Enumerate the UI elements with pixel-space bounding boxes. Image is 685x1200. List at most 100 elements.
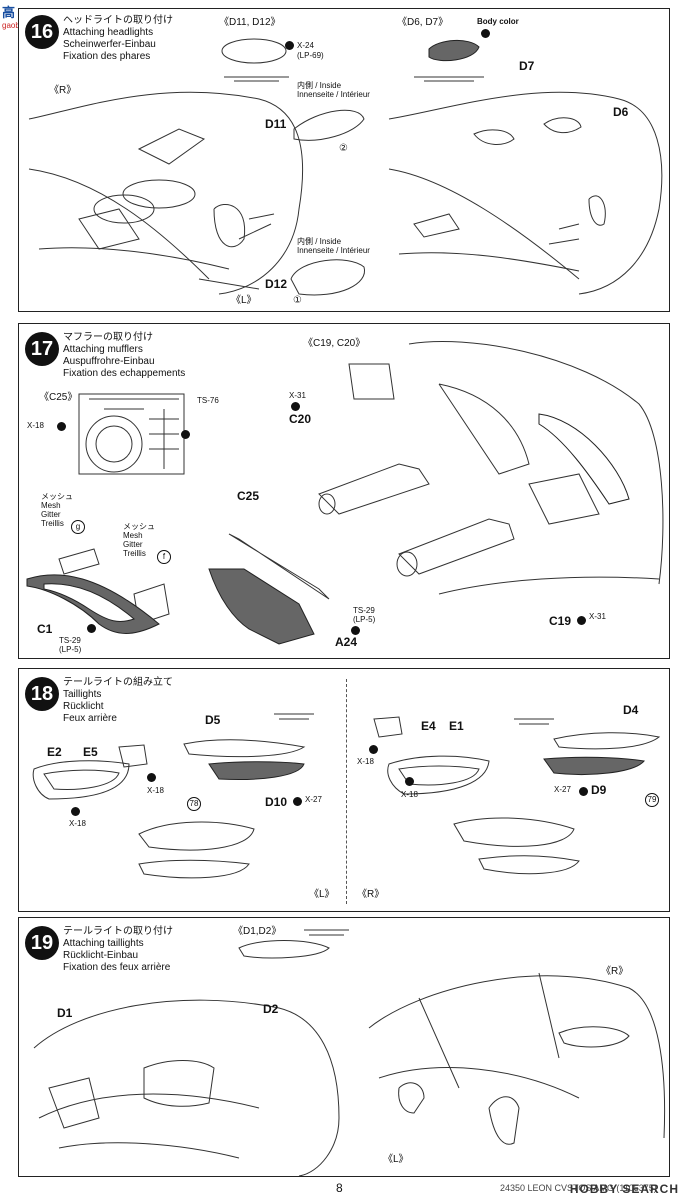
part-c20: C20 — [289, 412, 312, 426]
label-x18d: X-18 — [401, 790, 418, 799]
part-d6: D6 — [613, 105, 629, 119]
paint-dot-x27b — [579, 787, 588, 796]
mesh-g-en: Mesh — [41, 501, 61, 510]
paint-dot-ts29b — [351, 626, 360, 635]
step-16-title: ヘッドライトの取り付け Attaching headlights Scheinw… — [63, 15, 173, 63]
label-inside-2: 内側 / Inside — [297, 81, 342, 90]
side-l-16: 《L》 — [231, 295, 257, 306]
step-17-title: マフラーの取り付け Attaching mufflers Auspuffrohr… — [63, 332, 185, 380]
watermark-hobby-search: HOBBY SEARCH — [569, 1182, 679, 1196]
part-e5: E5 — [83, 745, 98, 759]
mesh-g-fr: Treillis — [41, 519, 64, 528]
paint-dot-ts29a — [87, 624, 96, 633]
mesh-g-ja: メッシュ — [41, 492, 73, 501]
part-c25: C25 — [237, 489, 260, 503]
mesh-f-en: Mesh — [123, 531, 143, 540]
step-19-illustration — [33, 929, 666, 1176]
part-d12: D12 — [265, 277, 288, 291]
paint-dot-body — [481, 29, 490, 38]
side-l-19: 《L》 — [383, 1154, 409, 1165]
label-lp5a: (LP-5) — [59, 645, 82, 654]
step-17-illustration — [26, 341, 664, 645]
mark-g: g — [71, 520, 85, 534]
step-17-panel: 17 マフラーの取り付け Attaching mufflers Auspuffr… — [18, 323, 670, 659]
step-16-title-fr: Fixation des phares — [63, 51, 151, 62]
paint-dot-x31a — [291, 402, 300, 411]
step-19-panel: 19 テールライトの取り付け Attaching taillights Rück… — [18, 917, 670, 1177]
label-lp5b: (LP-5) — [353, 615, 376, 624]
mark-79: 79 — [645, 793, 659, 807]
paint-dot-x18-17 — [57, 422, 66, 431]
label-x27b: X-27 — [554, 785, 571, 794]
label-x18b: X-18 — [69, 819, 86, 828]
mesh-g-de: Gitter — [41, 510, 61, 519]
step-16-panel: 16 ヘッドライトの取り付け Attaching headlights Sche… — [18, 8, 670, 312]
step-17-title-en: Attaching mufflers — [63, 344, 143, 355]
paint-dot-x27a — [293, 797, 302, 806]
label-inside-2b: Innenseite / Intérieur — [297, 90, 370, 99]
side-r-18: 《R》 — [357, 889, 385, 900]
step-18-number: 18 — [25, 677, 59, 711]
step-18-illustration — [32, 713, 661, 879]
paint-dot-x18b — [71, 807, 80, 816]
group-c25: 《C25》 — [39, 392, 78, 403]
step-18-title-de: Rücklicht — [63, 701, 104, 712]
label-x18c: X-18 — [357, 757, 374, 766]
step-19-title-de: Rücklicht-Einbau — [63, 950, 139, 961]
step-16-title-ja: ヘッドライトの取り付け — [63, 15, 173, 26]
step-16-number: 16 — [25, 15, 59, 49]
label-x24: X-24 — [297, 41, 314, 50]
group-d6-d7: 《D6, D7》 — [397, 17, 449, 28]
footer-code: 24350 LEON CVSTOS AMG (1105375) — [500, 1183, 657, 1193]
mesh-g-label: メッシュ Mesh Gitter Treillis — [41, 492, 73, 528]
label-inside-1: 内側 / Inside — [297, 237, 342, 246]
part-d2: D2 — [263, 1002, 279, 1016]
label-x18a: X-18 — [147, 786, 164, 795]
step-18-title-fr: Feux arrière — [63, 713, 117, 724]
part-d9: D9 — [591, 783, 607, 797]
part-c1: C1 — [37, 622, 53, 636]
part-d5: D5 — [205, 713, 221, 727]
step-18-title-ja: テールライトの組み立て — [63, 677, 173, 688]
step-19-title: テールライトの取り付け Attaching taillights Rücklic… — [63, 926, 173, 974]
step-16-title-en: Attaching headlights — [63, 27, 154, 38]
page-number: 8 — [336, 1181, 343, 1195]
part-e2: E2 — [47, 745, 62, 759]
step-19-title-fr: Fixation des feux arrière — [63, 962, 171, 973]
step-17-title-fr: Fixation des echappements — [63, 368, 186, 379]
step-18-panel: 18 テールライトの組み立て Taillights Rücklicht Feux… — [18, 668, 670, 912]
label-body-color: Body color — [477, 17, 519, 26]
paint-dot-x18d — [405, 777, 414, 786]
paint-dot-x18a — [147, 773, 156, 782]
mesh-f-label: メッシュ Mesh Gitter Treillis — [123, 522, 155, 558]
step-19-title-en: Attaching taillights — [63, 938, 144, 949]
part-d4: D4 — [623, 703, 639, 717]
part-c19: C19 — [549, 614, 572, 628]
step-18-title-en: Taillights — [63, 689, 102, 700]
group-d11-d12: 《D11, D12》 — [219, 17, 281, 28]
step-16-title-de: Scheinwerfer-Einbau — [63, 39, 156, 50]
step-16-illustration — [28, 38, 663, 296]
part-e4: E4 — [421, 719, 436, 733]
mark-f: f — [157, 550, 171, 564]
mesh-f-de: Gitter — [123, 540, 143, 549]
part-a24: A24 — [335, 635, 358, 649]
watermark-logo-text: 高 — [2, 5, 16, 20]
mark-1: ① — [293, 295, 302, 306]
step-18-title: テールライトの組み立て Taillights Rücklicht Feux ar… — [63, 677, 173, 725]
step-18-divider — [346, 679, 347, 904]
label-ts29a: TS-29 — [59, 636, 81, 645]
group-c19-c20: 《C19, C20》 — [303, 338, 366, 349]
mesh-f-fr: Treillis — [123, 549, 146, 558]
part-d11: D11 — [265, 117, 287, 131]
label-x18-17: X-18 — [27, 421, 44, 430]
label-inside-1b: Innenseite / Intérieur — [297, 246, 370, 255]
mark-78: 78 — [187, 797, 201, 811]
label-ts76: TS-76 — [197, 396, 219, 405]
label-x24-note: (LP-69) — [297, 51, 324, 60]
side-l-18: 《L》 — [309, 889, 335, 900]
step-17-title-de: Auspuffrohre-Einbau — [63, 356, 155, 367]
part-e1: E1 — [449, 719, 464, 733]
part-d10: D10 — [265, 795, 288, 809]
step-19-number: 19 — [25, 926, 59, 960]
